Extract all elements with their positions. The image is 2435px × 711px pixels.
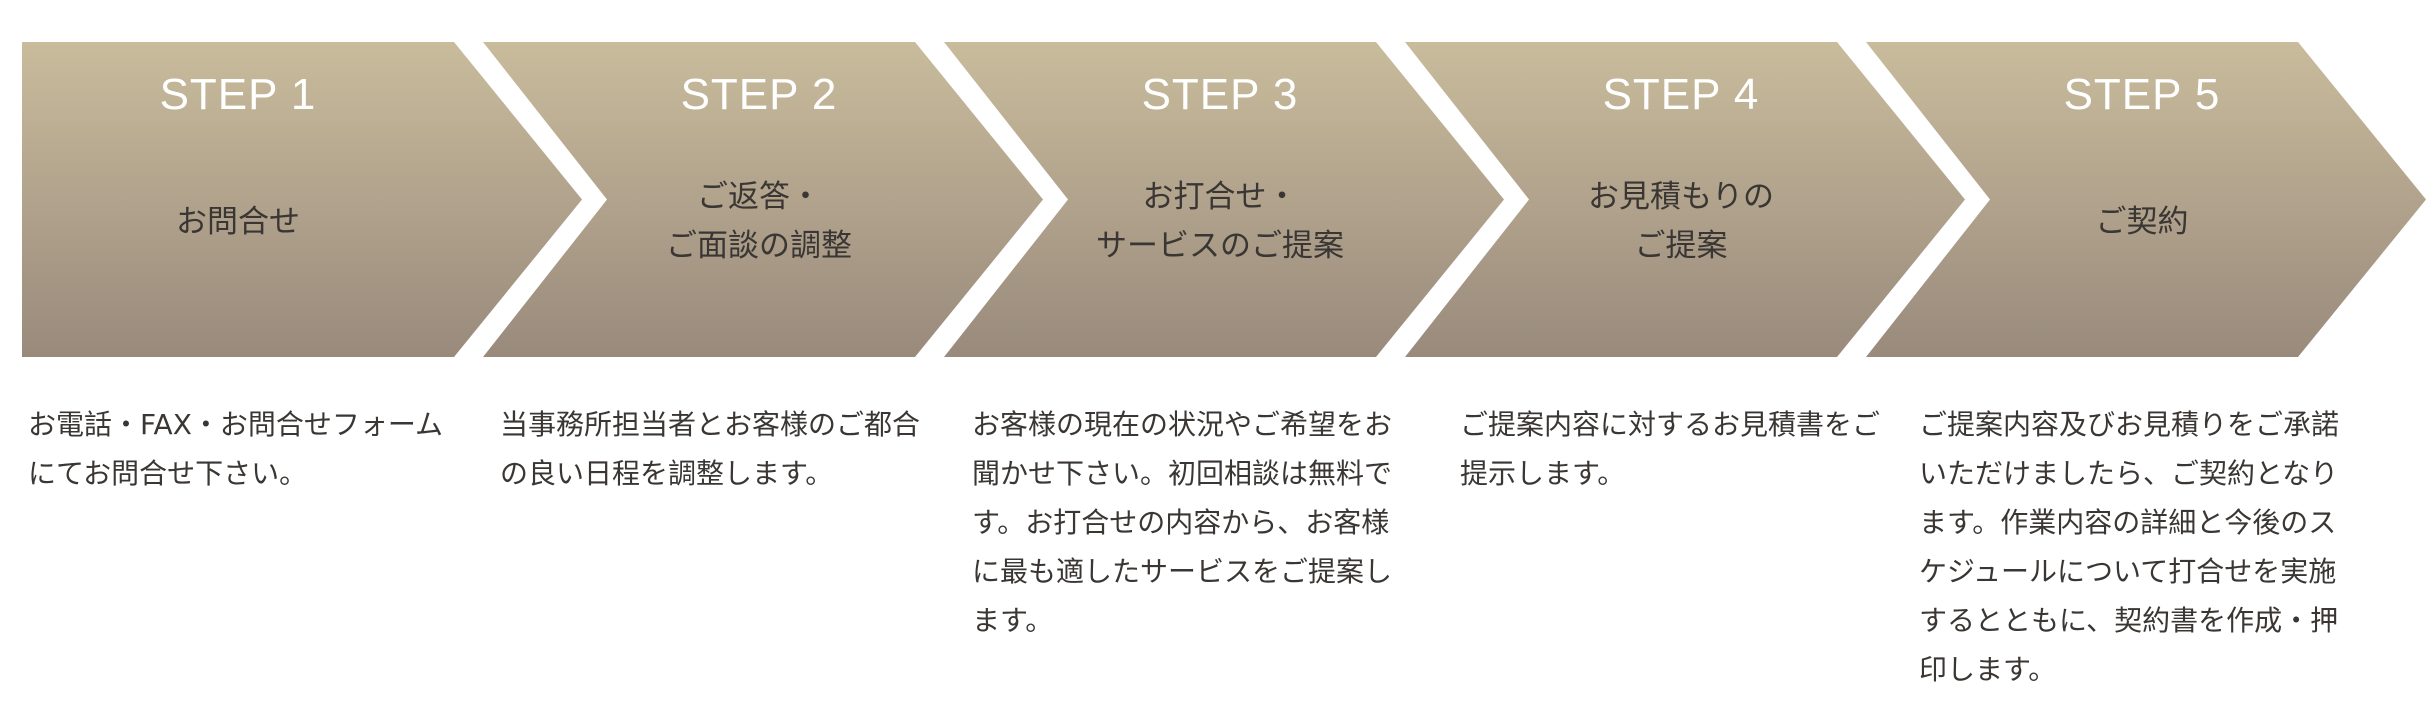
step-4-description: ご提案内容に対するお見積書をご提示します。	[1460, 408, 1881, 490]
step-1-chevron	[22, 42, 582, 357]
step-2-chevron	[483, 42, 1043, 357]
step-4: STEP 4 お見積もりの ご提案	[1405, 42, 1965, 357]
step-3: STEP 3 お打合せ・ サービスのご提案	[944, 42, 1504, 357]
step-5-chevron	[1866, 42, 2426, 357]
step-1: STEP 1 お問合せ	[22, 42, 582, 357]
step-title: お問合せ	[176, 203, 300, 240]
step-3-description: お客様の現在の状況やご希望をお聞かせ下さい。初回相談は無料です。お打合せの内容か…	[972, 408, 1393, 637]
step-label: STEP 5	[2063, 70, 2221, 119]
step-3-chevron	[944, 42, 1504, 357]
step-label: STEP 1	[159, 70, 317, 119]
step-5: STEP 5 ご契約	[1866, 42, 2426, 357]
step-label: STEP 4	[1602, 70, 1760, 119]
step-title: ご契約	[2095, 203, 2189, 240]
step-title: お見積もりの ご提案	[1588, 179, 1774, 264]
step-2: STEP 2 ご返答・ ご面談の調整	[483, 42, 1043, 357]
step-4-chevron	[1405, 42, 1965, 357]
step-title: ご返答・ ご面談の調整	[666, 179, 852, 264]
step-label: STEP 3	[1141, 70, 1299, 119]
step-label: STEP 2	[680, 70, 838, 119]
step-title: お打合せ・ サービスのご提案	[1096, 179, 1344, 264]
step-1-description: お電話・FAX・お問合せフォームにてお問合せ下さい。	[28, 408, 444, 490]
step-2-description: 当事務所担当者とお客様のご都合の良い日程を調整します。	[500, 408, 921, 490]
step-5-description: ご提案内容及びお見積りをご承諾いただけましたら、ご契約となります。作業内容の詳細…	[1919, 408, 2340, 686]
